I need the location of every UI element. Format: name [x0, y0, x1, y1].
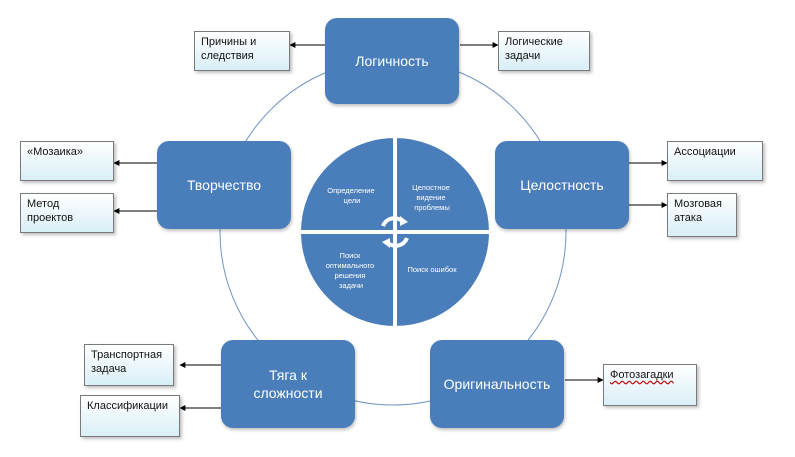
node-originality-label: Оригинальность: [443, 376, 551, 392]
note-logic-tasks-text: Логические задачи: [505, 36, 563, 62]
quadrant-top-left: [296, 133, 397, 234]
note-classifications-text: Классификации: [87, 400, 169, 412]
note-causes-text: Причины и следствия: [201, 36, 257, 62]
node-logic-label: Логичность: [355, 53, 429, 69]
node-complexity: Тяга к сложности: [221, 340, 355, 428]
note-associations-text: Ассоциации: [674, 146, 736, 158]
node-logic: Логичность: [325, 18, 459, 104]
note-classifications: Классификации: [80, 395, 180, 437]
quad-label-top-left: Определение цели: [327, 186, 377, 205]
note-transport-text: Транспортная задача: [91, 349, 163, 375]
note-transport: Транспортная задача: [84, 344, 174, 386]
note-mosaic-text: «Мозаика»: [27, 146, 83, 158]
note-photo-puzzles: Фотозагадки: [603, 364, 697, 406]
node-complexity-label: Тяга к сложности: [253, 367, 323, 401]
quadrant-top-right: [393, 133, 494, 234]
center-circle: Определение цели Целостное видение пробл…: [296, 133, 494, 331]
node-integrity: Целостность: [495, 141, 629, 229]
node-originality: Оригинальность: [430, 340, 564, 428]
note-projects: Метод проектов: [20, 193, 114, 233]
node-creativity-label: Творчество: [186, 177, 262, 193]
node-creativity: Творчество: [157, 141, 291, 229]
note-brainstorm-text: Мозговая атака: [674, 198, 723, 224]
note-causes: Причины и следствия: [194, 31, 290, 71]
note-logic-tasks: Логические задачи: [498, 31, 590, 71]
note-associations: Ассоциации: [667, 141, 763, 181]
quadrant-bottom-left: [296, 230, 397, 331]
connectors: [113, 42, 668, 411]
quad-label-bottom-right: Поиск ошибок: [408, 265, 458, 274]
quadrant-bottom-right: [393, 230, 494, 331]
quad-label-bottom-left: Поиск оптимального решения задачи: [326, 251, 377, 290]
note-mosaic: «Мозаика»: [20, 141, 114, 181]
note-projects-text: Метод проектов: [27, 198, 74, 224]
note-photo-puzzles-text: Фотозагадки: [610, 369, 674, 381]
node-integrity-label: Целостность: [520, 177, 604, 193]
quad-label-top-right: Целостное видение проблемы: [412, 183, 452, 212]
note-brainstorm: Мозговая атака: [667, 193, 737, 237]
